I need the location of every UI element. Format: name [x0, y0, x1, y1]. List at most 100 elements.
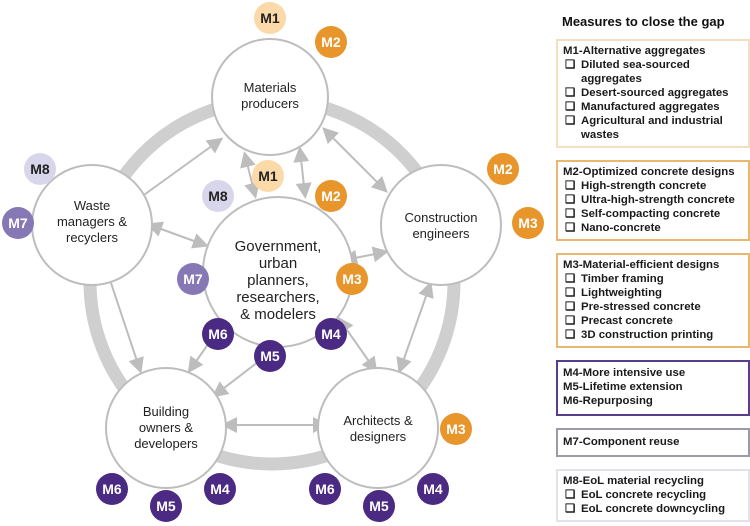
- node-label: planners,: [247, 272, 309, 289]
- badge-label: M2: [321, 188, 341, 204]
- checkbox-icon: ❑: [565, 87, 576, 99]
- node-label: urban: [259, 255, 297, 272]
- badge-m6: M6: [96, 473, 128, 505]
- node-waste-managers: Waste managers & recyclers: [31, 164, 153, 286]
- measure-item-label: Timber framing: [581, 273, 664, 285]
- badge-circle: [417, 473, 449, 505]
- badge-label: M8: [208, 188, 228, 204]
- measure-item: ❑ Manufactured aggregates: [563, 100, 743, 114]
- badge-m3: M3: [512, 207, 544, 239]
- measure-item-label: Self-compacting concrete: [581, 208, 721, 220]
- badge-circle: [254, 340, 286, 372]
- badge-label: M2: [321, 34, 341, 50]
- measure-item-label: EoL concrete recycling: [581, 489, 707, 501]
- node-label: designers: [350, 429, 407, 444]
- measures-panel: Measures to close the gap M1-Alternative…: [552, 0, 750, 526]
- badge-m2: M2: [315, 26, 347, 58]
- node-label: owners &: [139, 420, 194, 435]
- measure-item: ❑EoL concrete downcycling: [563, 502, 743, 516]
- badge-circle: [309, 473, 341, 505]
- node-construction-engineers: Construction engineers: [380, 164, 502, 286]
- badge-label: M5: [260, 348, 280, 364]
- node-label: recyclers: [66, 230, 119, 245]
- checkbox-icon: ❑: [565, 194, 576, 206]
- badge-circle: [24, 153, 56, 185]
- measure-item: ❑Lightweighting: [563, 286, 743, 300]
- node-label: producers: [241, 96, 299, 111]
- node-label: Waste: [74, 198, 110, 213]
- checkbox-icon: ❑: [565, 101, 576, 113]
- measure-box-m1: M1-Alternative aggregates ❑Diluted sea-s…: [556, 39, 750, 148]
- badge-label: M7: [183, 271, 203, 287]
- node-label: developers: [134, 436, 198, 451]
- measure-item: ❑ Pre-stressed concrete: [563, 300, 743, 314]
- badge-label: M6: [102, 481, 122, 497]
- badge-label: M3: [518, 215, 538, 231]
- badge-m8: M8: [202, 180, 234, 212]
- measure-box-m7: M7-Component reuse: [556, 428, 750, 457]
- badge-circle: [363, 490, 395, 522]
- badge-m1: M1: [252, 160, 284, 192]
- measure-item-label: Pre-stressed concrete: [581, 301, 701, 313]
- measure-item: ❑ EoL concrete recycling: [563, 488, 743, 502]
- badge-m2: M2: [315, 180, 347, 212]
- measure-item: ❑Agricultural and industrial wastes: [563, 114, 743, 142]
- node-label: engineers: [412, 226, 470, 241]
- measure-box-m2: M2-Optimized concrete designs ❑High-stre…: [556, 160, 750, 241]
- measure-box-m3: M3-Material-efficient designs ❑Timber fr…: [556, 253, 750, 348]
- node-label: Building: [143, 404, 189, 419]
- measure-title: M6-Repurposing: [563, 395, 653, 407]
- node-label: managers &: [57, 214, 127, 229]
- badge-circle: [204, 473, 236, 505]
- badge-circle: [315, 26, 347, 58]
- badge-circle: [150, 490, 182, 522]
- checkbox-icon: ❑: [565, 208, 576, 220]
- badge-label: M8: [30, 161, 50, 177]
- badge-circle: [336, 263, 368, 295]
- badge-circle: [96, 473, 128, 505]
- badge-circle: [2, 207, 34, 239]
- badge-label: M7: [8, 215, 28, 231]
- measure-item: ❑ 3D construction printing: [563, 328, 743, 342]
- measure-item-label: Desert-sourced aggregates: [581, 87, 729, 99]
- checkbox-icon: ❑: [565, 329, 576, 341]
- node-label: & modelers: [240, 306, 316, 323]
- badge-circle: [202, 180, 234, 212]
- badge-m1: M1: [254, 2, 286, 34]
- badge-m2: M2: [487, 153, 519, 185]
- badge-label: M4: [210, 481, 230, 497]
- badge-label: M3: [342, 271, 362, 287]
- badge-m5: M5: [150, 490, 182, 522]
- node-materials-producers: Materials producers: [211, 38, 329, 156]
- badge-label: M5: [369, 498, 389, 514]
- badge-m3: M3: [440, 413, 472, 445]
- measure-title: M5-Lifetime extension: [563, 381, 683, 393]
- measure-item-label: Agricultural and industrial wastes: [581, 115, 723, 141]
- measure-item-label: Lightweighting: [581, 287, 662, 299]
- node-label: Materials: [244, 80, 297, 95]
- measure-title: M7-Component reuse: [563, 436, 680, 448]
- measure-item-label: 3D construction printing: [581, 329, 714, 341]
- badge-circle: [440, 413, 472, 445]
- measure-item-label: High-strength concrete: [581, 180, 707, 192]
- badge-label: M1: [258, 168, 278, 184]
- badge-circle: [512, 207, 544, 239]
- measure-item-label: Ultra-high-strength concrete: [581, 194, 735, 206]
- measure-item: ❑Diluted sea-sourced aggregates: [563, 58, 743, 86]
- measure-item: ❑ Self-compacting concrete: [563, 207, 743, 221]
- checkbox-icon: ❑: [565, 489, 576, 501]
- checkbox-icon: ❑: [565, 273, 576, 285]
- badge-circle: [202, 318, 234, 350]
- measure-item-label: Manufactured aggregates: [581, 101, 720, 113]
- stakeholder-diagram: Materials producers Construction enginee…: [2, 2, 544, 522]
- node-building-owners: Building owners & developers: [105, 367, 227, 489]
- measure-item: ❑ Timber framing: [563, 272, 743, 286]
- badge-m8: M8: [24, 153, 56, 185]
- checkbox-icon: ❑: [565, 315, 576, 327]
- badge-m5: M5: [254, 340, 286, 372]
- measure-item: ❑Nano-concrete: [563, 221, 743, 235]
- badge-circle: [254, 2, 286, 34]
- badge-circle: [315, 180, 347, 212]
- checkbox-icon: ❑: [565, 301, 576, 313]
